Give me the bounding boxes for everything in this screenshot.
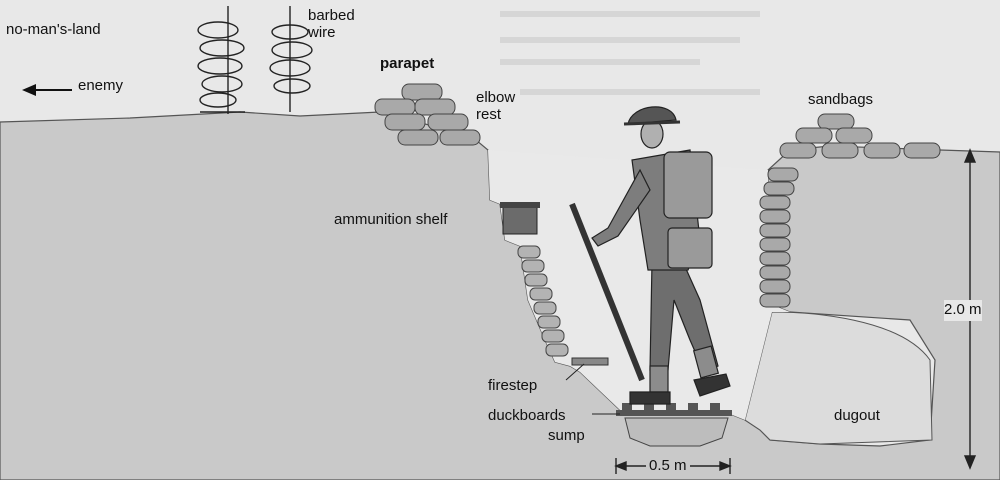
duckboards bbox=[616, 403, 732, 416]
ammunition-shelf-label: ammunition shelf bbox=[334, 211, 448, 228]
sump bbox=[624, 417, 729, 447]
enemy-arrow bbox=[22, 84, 72, 96]
parapet-sandbags bbox=[374, 83, 481, 146]
soldier bbox=[569, 106, 731, 405]
firestep-label: firestep bbox=[488, 377, 538, 394]
sump-label: sump bbox=[548, 427, 585, 444]
barbed-wire-label: barbed wire bbox=[308, 7, 355, 41]
bleed-through-lines bbox=[500, 11, 760, 95]
duckboards-label: duckboards bbox=[488, 407, 566, 424]
width-label: 0.5 m bbox=[646, 457, 690, 475]
dugout-label: dugout bbox=[834, 407, 880, 424]
firestep bbox=[571, 357, 609, 366]
height-label: 2.0 m bbox=[944, 300, 982, 321]
front-wall-sandbags bbox=[517, 245, 569, 357]
no-mans-land-label: no-man's-land bbox=[6, 21, 101, 38]
leader-lines bbox=[565, 363, 620, 415]
elbow-rest-label: elbow rest bbox=[476, 89, 516, 123]
barbed-wire bbox=[197, 6, 313, 114]
dugout-chamber bbox=[744, 311, 933, 445]
ammunition-box bbox=[500, 202, 540, 235]
rear-sandbags bbox=[759, 113, 941, 308]
parapet-label: parapet bbox=[380, 55, 435, 72]
sandbags-label: sandbags bbox=[808, 91, 874, 108]
enemy-label: enemy bbox=[78, 77, 124, 94]
